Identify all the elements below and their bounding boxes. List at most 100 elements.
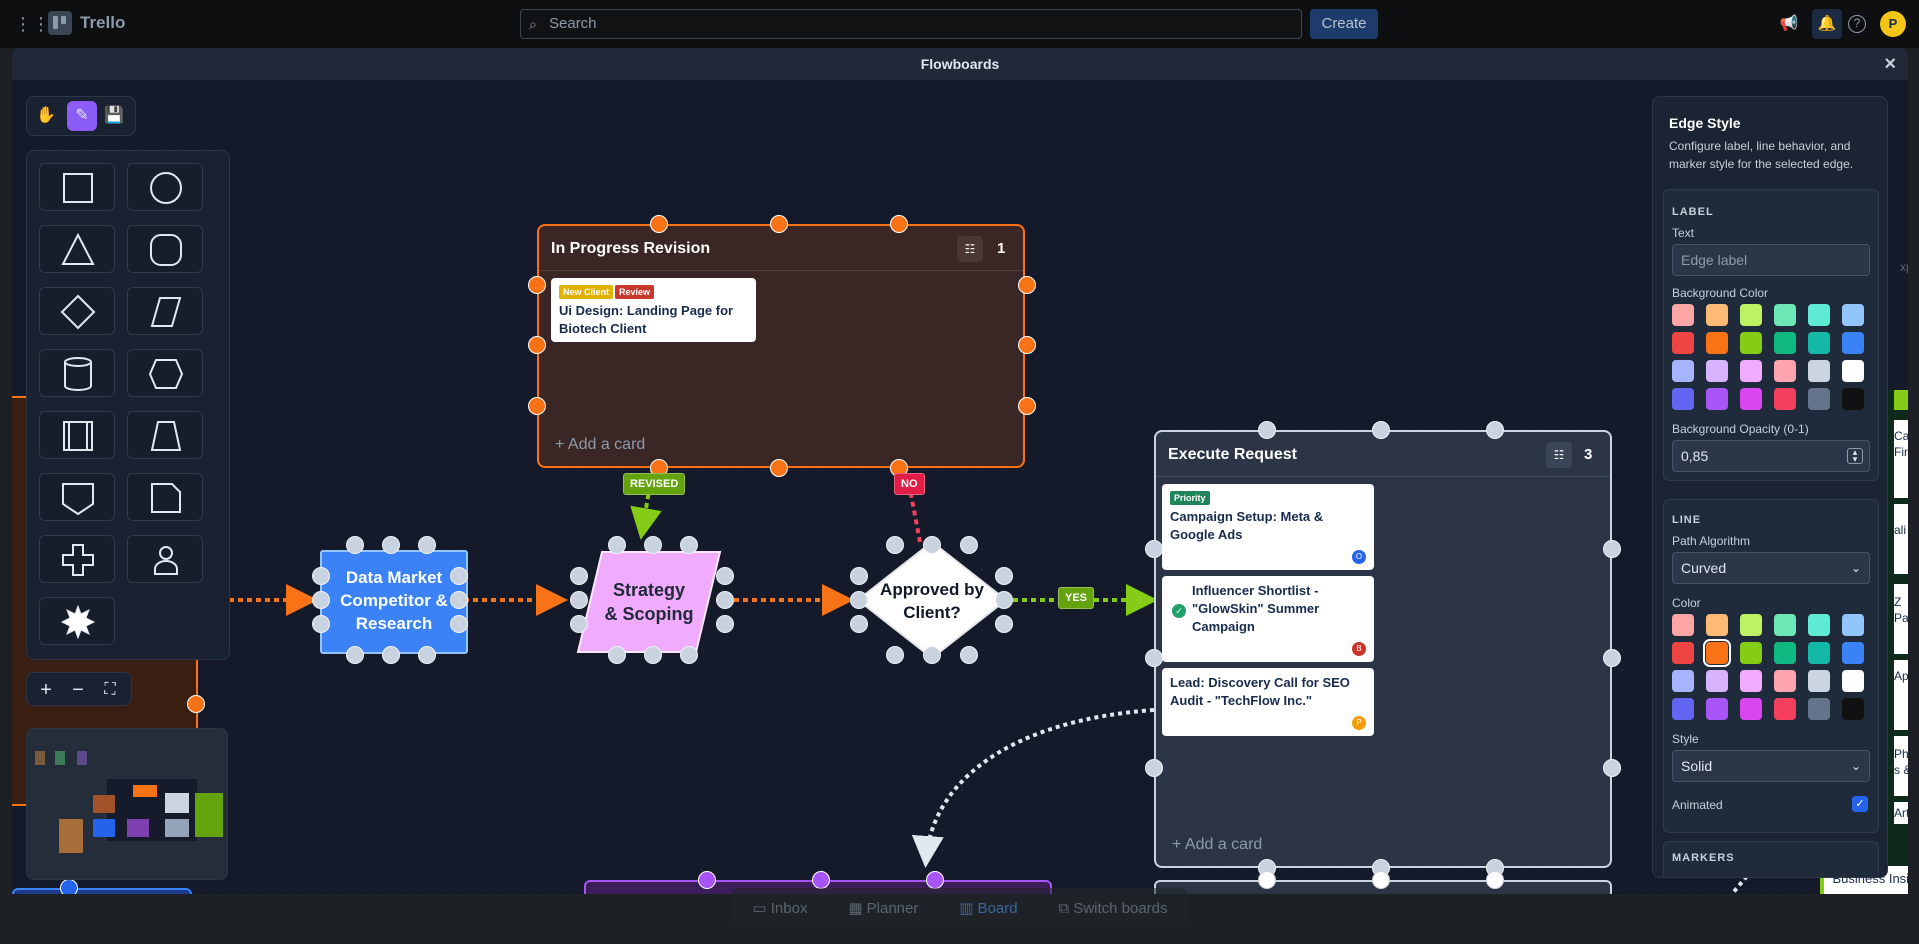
shape-page-button[interactable]	[127, 473, 203, 521]
connection-handle[interactable]	[346, 536, 364, 554]
color-swatch[interactable]	[1774, 332, 1796, 354]
color-swatch[interactable]	[1808, 642, 1830, 664]
connection-handle[interactable]	[528, 397, 546, 415]
connection-handle[interactable]	[923, 536, 941, 554]
shape-hexagon-button[interactable]	[127, 349, 203, 397]
color-swatch[interactable]	[1842, 388, 1864, 410]
color-swatch[interactable]	[1706, 670, 1728, 692]
nav-inbox[interactable]: ▭ Inbox	[752, 900, 808, 917]
connection-handle[interactable]	[312, 567, 330, 585]
connection-handle[interactable]	[716, 567, 734, 585]
color-swatch[interactable]	[1842, 332, 1864, 354]
search-input[interactable]: ⌕ Search	[520, 9, 1302, 39]
color-swatch[interactable]	[1706, 614, 1728, 636]
edge-label-no[interactable]: NO	[894, 473, 925, 495]
connection-handle[interactable]	[570, 567, 588, 585]
fit-view-icon[interactable]: ⛶	[104, 681, 116, 698]
color-swatch[interactable]	[1808, 698, 1830, 720]
color-swatch[interactable]	[1672, 332, 1694, 354]
add-card-button[interactable]: + Add a card	[1172, 836, 1263, 853]
connection-handle[interactable]	[528, 336, 546, 354]
shape-triangle-button[interactable]	[39, 225, 115, 273]
app-switcher-icon[interactable]: ⋮⋮	[14, 14, 50, 34]
connection-handle[interactable]	[1258, 871, 1276, 889]
color-swatch[interactable]	[1740, 332, 1762, 354]
add-card-button[interactable]: + Add a card	[555, 436, 646, 453]
connection-handle[interactable]	[960, 646, 978, 664]
connection-handle[interactable]	[382, 646, 400, 664]
color-swatch[interactable]	[1842, 698, 1864, 720]
color-swatch[interactable]	[1672, 388, 1694, 410]
color-swatch[interactable]	[1808, 614, 1830, 636]
color-swatch[interactable]	[1672, 642, 1694, 664]
connection-handle[interactable]	[850, 591, 868, 609]
shape-diamond-button[interactable]	[39, 287, 115, 335]
color-swatch[interactable]	[1808, 332, 1830, 354]
avatar[interactable]: P	[1880, 11, 1906, 37]
list-icon[interactable]: ☷	[957, 236, 983, 262]
connection-handle[interactable]	[450, 615, 468, 633]
connection-handle[interactable]	[346, 646, 364, 664]
hand-icon[interactable]: ✋	[36, 107, 56, 124]
color-swatch[interactable]	[1703, 639, 1731, 667]
connection-handle[interactable]	[60, 879, 78, 894]
edge-label-revised[interactable]: REVISED	[623, 473, 686, 495]
connection-handle[interactable]	[1145, 649, 1163, 667]
connection-handle[interactable]	[926, 871, 944, 889]
shape-badge-button[interactable]	[39, 597, 115, 645]
connection-handle[interactable]	[995, 591, 1013, 609]
color-swatch[interactable]	[1706, 360, 1728, 382]
opacity-input[interactable]: 0,85▴▾	[1672, 440, 1870, 472]
connection-handle[interactable]	[1018, 397, 1036, 415]
color-swatch[interactable]	[1740, 642, 1762, 664]
color-swatch[interactable]	[1774, 360, 1796, 382]
card[interactable]: Priority Campaign Setup: Meta & Google A…	[1162, 484, 1374, 570]
shape-square-button[interactable]	[39, 163, 115, 211]
color-swatch[interactable]	[1740, 670, 1762, 692]
connection-handle[interactable]	[1486, 871, 1504, 889]
color-swatch[interactable]	[1672, 698, 1694, 720]
megaphone-icon[interactable]: 📢	[1779, 15, 1799, 32]
connection-handle[interactable]	[312, 591, 330, 609]
color-swatch[interactable]	[1808, 670, 1830, 692]
connection-handle[interactable]	[608, 536, 626, 554]
stepper-icon[interactable]: ▴▾	[1847, 448, 1863, 464]
color-swatch[interactable]	[1740, 614, 1762, 636]
color-swatch[interactable]	[1706, 388, 1728, 410]
connection-handle[interactable]	[1372, 421, 1390, 439]
color-swatch[interactable]	[1842, 360, 1864, 382]
list-execute-request[interactable]: Execute Request ☷ 3 Priority Campaign Se…	[1154, 430, 1612, 868]
connection-handle[interactable]	[995, 567, 1013, 585]
color-swatch[interactable]	[1774, 698, 1796, 720]
color-swatch[interactable]	[1774, 388, 1796, 410]
close-icon[interactable]: ×	[1884, 53, 1896, 75]
color-swatch[interactable]	[1672, 670, 1694, 692]
color-swatch[interactable]	[1672, 360, 1694, 382]
connection-handle[interactable]	[450, 591, 468, 609]
path-algorithm-select[interactable]: Curved⌄	[1672, 552, 1870, 584]
connection-handle[interactable]	[418, 536, 436, 554]
connection-handle[interactable]	[886, 646, 904, 664]
color-swatch[interactable]	[1672, 304, 1694, 326]
nav-planner[interactable]: ▦ Planner	[848, 900, 919, 917]
connection-handle[interactable]	[650, 215, 668, 233]
connection-handle[interactable]	[1258, 421, 1276, 439]
connection-handle[interactable]	[1486, 421, 1504, 439]
connection-handle[interactable]	[418, 646, 436, 664]
zoom-out-icon[interactable]: −	[72, 679, 84, 701]
color-swatch[interactable]	[1842, 304, 1864, 326]
connection-handle[interactable]	[1018, 336, 1036, 354]
connection-handle[interactable]	[995, 615, 1013, 633]
color-swatch[interactable]	[1774, 614, 1796, 636]
connection-handle[interactable]	[890, 215, 908, 233]
trello-logo[interactable]: Trello	[48, 11, 125, 35]
connection-handle[interactable]	[644, 646, 662, 664]
connection-handle[interactable]	[1145, 759, 1163, 777]
connection-handle[interactable]	[886, 536, 904, 554]
card[interactable]: Lead: Discovery Call for SEO Audit - "Te…	[1162, 668, 1374, 736]
connection-handle[interactable]	[1603, 540, 1621, 558]
connection-handle[interactable]	[680, 536, 698, 554]
